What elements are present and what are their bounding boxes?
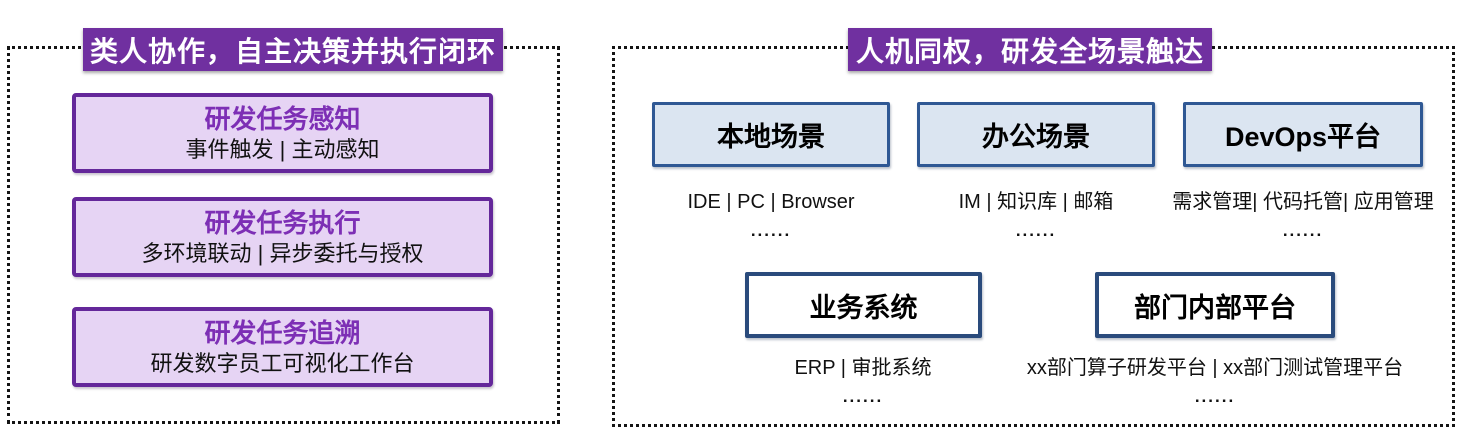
business-system-ellipsis: ...... bbox=[842, 387, 884, 406]
business-system-box: 业务系统 bbox=[745, 272, 982, 338]
task-perception-title: 研发任务感知 bbox=[204, 104, 361, 134]
devops-platform-box: DevOps平台 bbox=[1183, 102, 1423, 167]
task-tracing-box: 研发任务追溯 研发数字员工可视化工作台 bbox=[72, 307, 493, 387]
task-execution-box: 研发任务执行 多环境联动 | 异步委托与授权 bbox=[72, 197, 493, 277]
office-scene-box: 办公场景 bbox=[917, 102, 1155, 167]
left-panel-header: 类人协作，自主决策并执行闭环 bbox=[83, 28, 503, 71]
local-scene-caption: IDE | PC | Browser ...... bbox=[640, 190, 902, 241]
local-scene-box: 本地场景 bbox=[652, 102, 890, 167]
department-platform-caption: xx部门算子研发平台 | xx部门测试管理平台 ...... bbox=[1000, 356, 1430, 407]
office-scene-caption: IM | 知识库 | 邮箱 ...... bbox=[905, 190, 1167, 241]
business-system-caption-text: ERP | 审批系统 bbox=[794, 357, 932, 379]
task-tracing-title: 研发任务追溯 bbox=[204, 318, 361, 348]
devops-platform-caption-text: 需求管理| 代码托管| 应用管理 bbox=[1172, 191, 1434, 213]
right-panel-header: 人机同权，研发全场景触达 bbox=[848, 28, 1212, 71]
department-platform-caption-text: xx部门算子研发平台 | xx部门测试管理平台 bbox=[1026, 357, 1404, 379]
task-execution-title: 研发任务执行 bbox=[204, 208, 361, 238]
task-tracing-subtitle: 研发数字员工可视化工作台 bbox=[150, 350, 415, 376]
department-platform-box: 部门内部平台 bbox=[1095, 272, 1335, 338]
task-perception-subtitle: 事件触发 | 主动感知 bbox=[185, 136, 380, 162]
task-execution-subtitle: 多环境联动 | 异步委托与授权 bbox=[141, 240, 424, 266]
devops-platform-caption: 需求管理| 代码托管| 应用管理 ...... bbox=[1150, 190, 1456, 241]
department-platform-ellipsis: ...... bbox=[1194, 387, 1236, 406]
task-perception-box: 研发任务感知 事件触发 | 主动感知 bbox=[72, 93, 493, 173]
office-scene-caption-text: IM | 知识库 | 邮箱 bbox=[958, 191, 1114, 213]
devops-platform-ellipsis: ...... bbox=[1282, 221, 1324, 240]
business-system-caption: ERP | 审批系统 ...... bbox=[738, 356, 988, 407]
office-scene-ellipsis: ...... bbox=[1015, 221, 1057, 240]
local-scene-ellipsis: ...... bbox=[750, 221, 792, 240]
local-scene-caption-text: IDE | PC | Browser bbox=[687, 191, 855, 213]
